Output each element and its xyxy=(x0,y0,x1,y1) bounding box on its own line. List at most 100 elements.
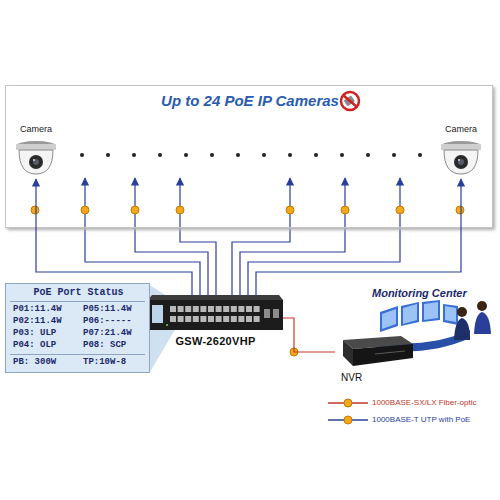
graphic-part xyxy=(148,300,283,330)
graphic-part xyxy=(254,306,260,312)
graphic-part xyxy=(457,307,467,317)
graphic-part xyxy=(254,316,260,322)
graphic-part xyxy=(178,306,184,312)
graphic-part xyxy=(185,316,191,322)
nvr-body xyxy=(335,336,415,370)
graphic-part xyxy=(148,295,283,300)
graphic-part xyxy=(180,178,216,295)
graphic-part xyxy=(158,153,162,157)
graphic-part xyxy=(424,302,438,320)
graphic-part xyxy=(248,178,400,295)
graphic-part xyxy=(210,153,214,157)
graphic-part xyxy=(216,316,222,322)
dome-camera xyxy=(11,138,61,178)
switch-model: GSW-2620VHP xyxy=(148,335,283,347)
graphic-part xyxy=(208,306,214,312)
graphic-part xyxy=(185,306,191,312)
graphic-part xyxy=(231,306,237,312)
port-status-cell: P02:11.4W xyxy=(13,316,79,326)
poe-marker xyxy=(31,206,464,356)
dome-camera xyxy=(436,138,486,178)
switch-body xyxy=(148,295,283,333)
ip-camera: Camera xyxy=(11,124,61,179)
fiber-link xyxy=(283,318,335,352)
graphic-part xyxy=(290,348,298,356)
graphic-part xyxy=(16,144,56,150)
graphic-part xyxy=(200,306,206,312)
graphic-part xyxy=(184,153,188,157)
graphic-part xyxy=(232,178,290,295)
graphic-part xyxy=(170,316,176,322)
graphic-part xyxy=(81,206,89,214)
graphic-part xyxy=(216,306,222,312)
graphic-part xyxy=(135,178,208,295)
panel-title: Up to 24 PoE IP Cameras xyxy=(145,92,355,109)
graphic-part xyxy=(33,159,35,161)
graphic-part xyxy=(200,316,206,322)
graphic-part xyxy=(19,150,53,174)
graphic-part xyxy=(246,316,252,322)
port-status-cell: P06:----- xyxy=(83,316,149,326)
port-status-cell: P07:21.4W xyxy=(83,328,149,338)
legend-text: 1000BASE-T UTP with PoE xyxy=(372,415,470,424)
graphic-part xyxy=(238,306,244,312)
graphic-part xyxy=(85,178,200,295)
graphic-part xyxy=(236,153,240,157)
poe-cable xyxy=(36,179,192,295)
graphic-part xyxy=(31,206,39,214)
graphic-part xyxy=(392,153,396,157)
graphic-part xyxy=(441,144,481,150)
graphic-part xyxy=(341,206,349,214)
graphic-part xyxy=(380,306,398,332)
panel-separator xyxy=(10,354,145,355)
nvr-device: NVR xyxy=(335,336,415,388)
graphic-part xyxy=(152,305,163,323)
graphic-part xyxy=(382,309,396,329)
legend-line-sample xyxy=(328,415,368,425)
graphic-part xyxy=(396,206,404,214)
camera-panel: Up to 24 PoE IP CamerasCamera Camera xyxy=(5,85,493,228)
graphic-part xyxy=(106,153,110,157)
graphic-part xyxy=(240,178,345,295)
graphic-part xyxy=(343,340,353,366)
graphic-part xyxy=(193,316,199,322)
graphic-part xyxy=(375,351,405,354)
graphic-part xyxy=(238,316,244,322)
port-status-cell: P08: SCP xyxy=(83,340,149,350)
graphic-part xyxy=(474,312,491,334)
graphic-part xyxy=(288,153,292,157)
graphic-part xyxy=(166,324,168,326)
port-status-cell: P05:11.4W xyxy=(83,304,149,314)
graphic-part xyxy=(193,306,199,312)
graphic-part xyxy=(33,159,39,165)
graphic-part xyxy=(178,316,184,322)
graphic-part xyxy=(366,153,370,157)
poe-cable xyxy=(256,179,461,295)
graphic-part xyxy=(246,306,252,312)
graphic-part xyxy=(208,316,214,322)
graphic-part xyxy=(132,153,136,157)
poe-switch: GSW-2620VHP xyxy=(148,295,283,349)
graphic-part xyxy=(454,318,470,340)
graphic-part xyxy=(458,159,460,161)
power-budget-cell: TP:10W-8 xyxy=(83,357,149,367)
no-power-icon xyxy=(341,92,359,110)
panel-heading: PoE Port Status xyxy=(6,287,151,298)
graphic-part xyxy=(454,155,468,169)
camera-label: Camera xyxy=(11,124,61,134)
graphic-part xyxy=(343,95,357,107)
port-status-cell: P03: ULP xyxy=(13,328,79,338)
port-status-cell: P01:11.4W xyxy=(13,304,79,314)
graphic-part xyxy=(401,302,419,326)
graphic-part xyxy=(458,159,464,165)
poe-marker xyxy=(344,399,352,407)
graphic-part xyxy=(477,301,487,311)
ip-camera: Camera xyxy=(436,124,486,179)
poe-wires xyxy=(85,178,400,295)
graphic-part xyxy=(170,306,176,312)
graphic-part xyxy=(286,206,294,214)
graphic-part xyxy=(131,206,139,214)
